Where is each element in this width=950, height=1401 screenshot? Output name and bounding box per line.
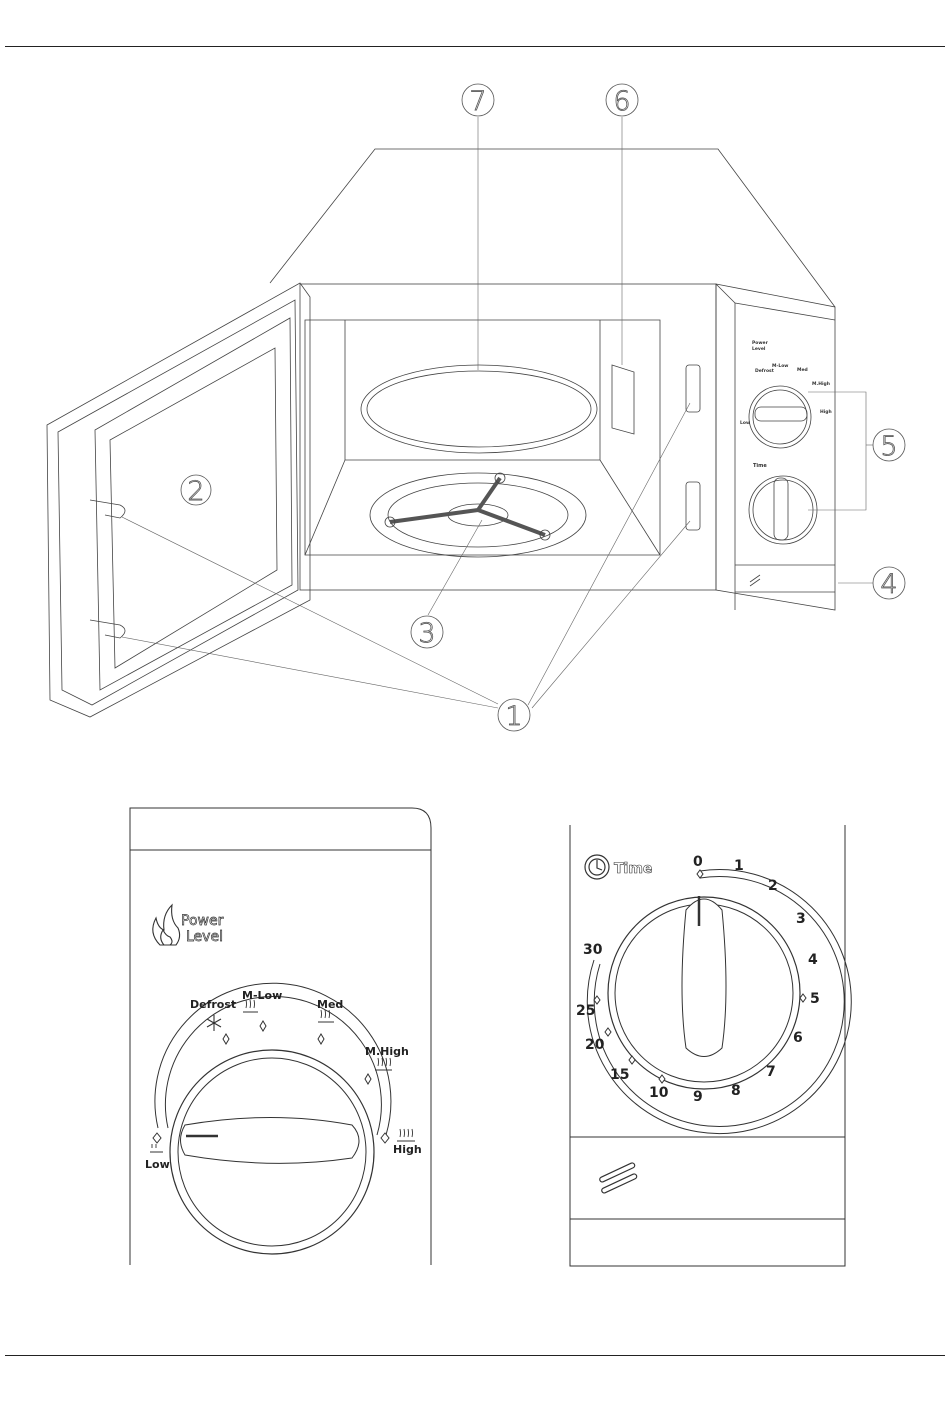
power-label-defrost: Defrost: [190, 998, 236, 1011]
callout-2-label: 2: [187, 476, 204, 507]
timer-knob[interactable]: [608, 896, 800, 1089]
flame-icon: [153, 905, 180, 945]
time-num-5: 5: [810, 991, 820, 1007]
time-num-10: 10: [649, 1085, 669, 1101]
callout-7-label: 7: [469, 86, 486, 117]
mini-time-label: Time: [753, 463, 767, 469]
microwave-body: [270, 149, 835, 610]
time-num-2: 2: [768, 878, 778, 894]
time-num-7: 7: [766, 1064, 776, 1080]
time-num-9: 9: [693, 1089, 703, 1105]
glass-tray: [361, 365, 597, 453]
time-num-0: 0: [693, 854, 703, 870]
mini-label-mlow: M-Low: [772, 363, 788, 369]
mini-label-high: High: [820, 409, 832, 415]
callout-6: 6: [606, 84, 638, 117]
time-num-4: 4: [808, 952, 818, 968]
mini-panel-text: Power Level Low Defrost M-Low Med M.High…: [740, 340, 832, 469]
time-num-6: 6: [793, 1030, 803, 1046]
power-knob[interactable]: [170, 1050, 374, 1254]
time-num-30: 30: [583, 942, 603, 958]
power-label-low: Low: [145, 1158, 170, 1171]
callout-4: 4: [873, 567, 905, 600]
callout-2: 2: [181, 475, 211, 507]
callout-1-label: 1: [505, 701, 522, 732]
mini-label-mhigh: M.High: [812, 381, 830, 387]
callout-3: 3: [411, 616, 443, 649]
mini-power-label-1: Power: [752, 340, 769, 346]
door: [47, 283, 310, 717]
mini-door-release-icon: [750, 575, 760, 586]
power-title-2: Level: [186, 929, 223, 945]
power-level-panel: Power Level: [130, 808, 431, 1265]
callout-7: 7: [462, 84, 494, 117]
callout-5-label: 5: [880, 431, 897, 462]
callout-6-label: 6: [613, 86, 630, 117]
power-label-med: Med: [317, 998, 343, 1011]
roller-ring: [370, 473, 586, 557]
time-num-25: 25: [576, 1003, 595, 1019]
callout-5: 5: [873, 429, 905, 462]
time-num-15: 15: [610, 1067, 629, 1083]
mini-power-label-2: Level: [752, 346, 766, 352]
power-label-mhigh: M.High: [365, 1045, 409, 1058]
mini-power-knob: [749, 386, 811, 448]
callout-1: 1: [498, 699, 530, 732]
time-panel: Time 0 1 2 3 4 5 6 7 8 9 10 15 20: [570, 825, 851, 1266]
power-label-high: High: [393, 1143, 422, 1156]
mini-time-knob: [749, 476, 817, 544]
time-num-20: 20: [585, 1037, 605, 1053]
callout-4-label: 4: [880, 569, 897, 600]
door-release-icon[interactable]: [599, 1162, 638, 1194]
time-num-3: 3: [796, 911, 806, 927]
callout-3-label: 3: [418, 618, 435, 649]
power-label-mlow: M-Low: [242, 989, 282, 1002]
time-num-8: 8: [731, 1083, 741, 1099]
mini-label-low: Low: [740, 420, 750, 426]
time-num-1: 1: [734, 858, 744, 874]
clock-icon: [585, 855, 609, 879]
power-title-1: Power: [181, 913, 224, 929]
mini-label-med: Med: [797, 367, 808, 373]
time-title: Time: [614, 861, 652, 877]
